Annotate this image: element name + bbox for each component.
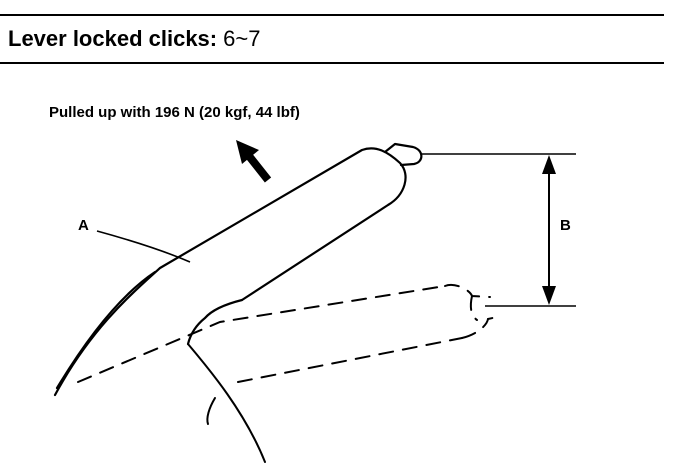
callout-b-label: B: [560, 217, 571, 234]
console-outline: [187, 343, 266, 463]
pull-direction-arrow-icon: [236, 140, 272, 183]
lowered-lever-outline: [77, 284, 498, 383]
callout-a-leader: [96, 230, 191, 263]
callout-a-label: A: [78, 217, 89, 234]
raised-lever-outline: [53, 142, 423, 397]
pull-force-caption: Pulled up with 196 N (20 kgf, 44 lbf): [49, 104, 300, 121]
spec-line: Lever locked clicks:6~7: [8, 27, 260, 51]
spec-header: Lever locked clicks:6~7: [0, 14, 664, 64]
dimension-b: [422, 153, 576, 307]
spec-value: 6~7: [223, 26, 261, 51]
spec-label: Lever locked clicks:: [8, 26, 218, 51]
